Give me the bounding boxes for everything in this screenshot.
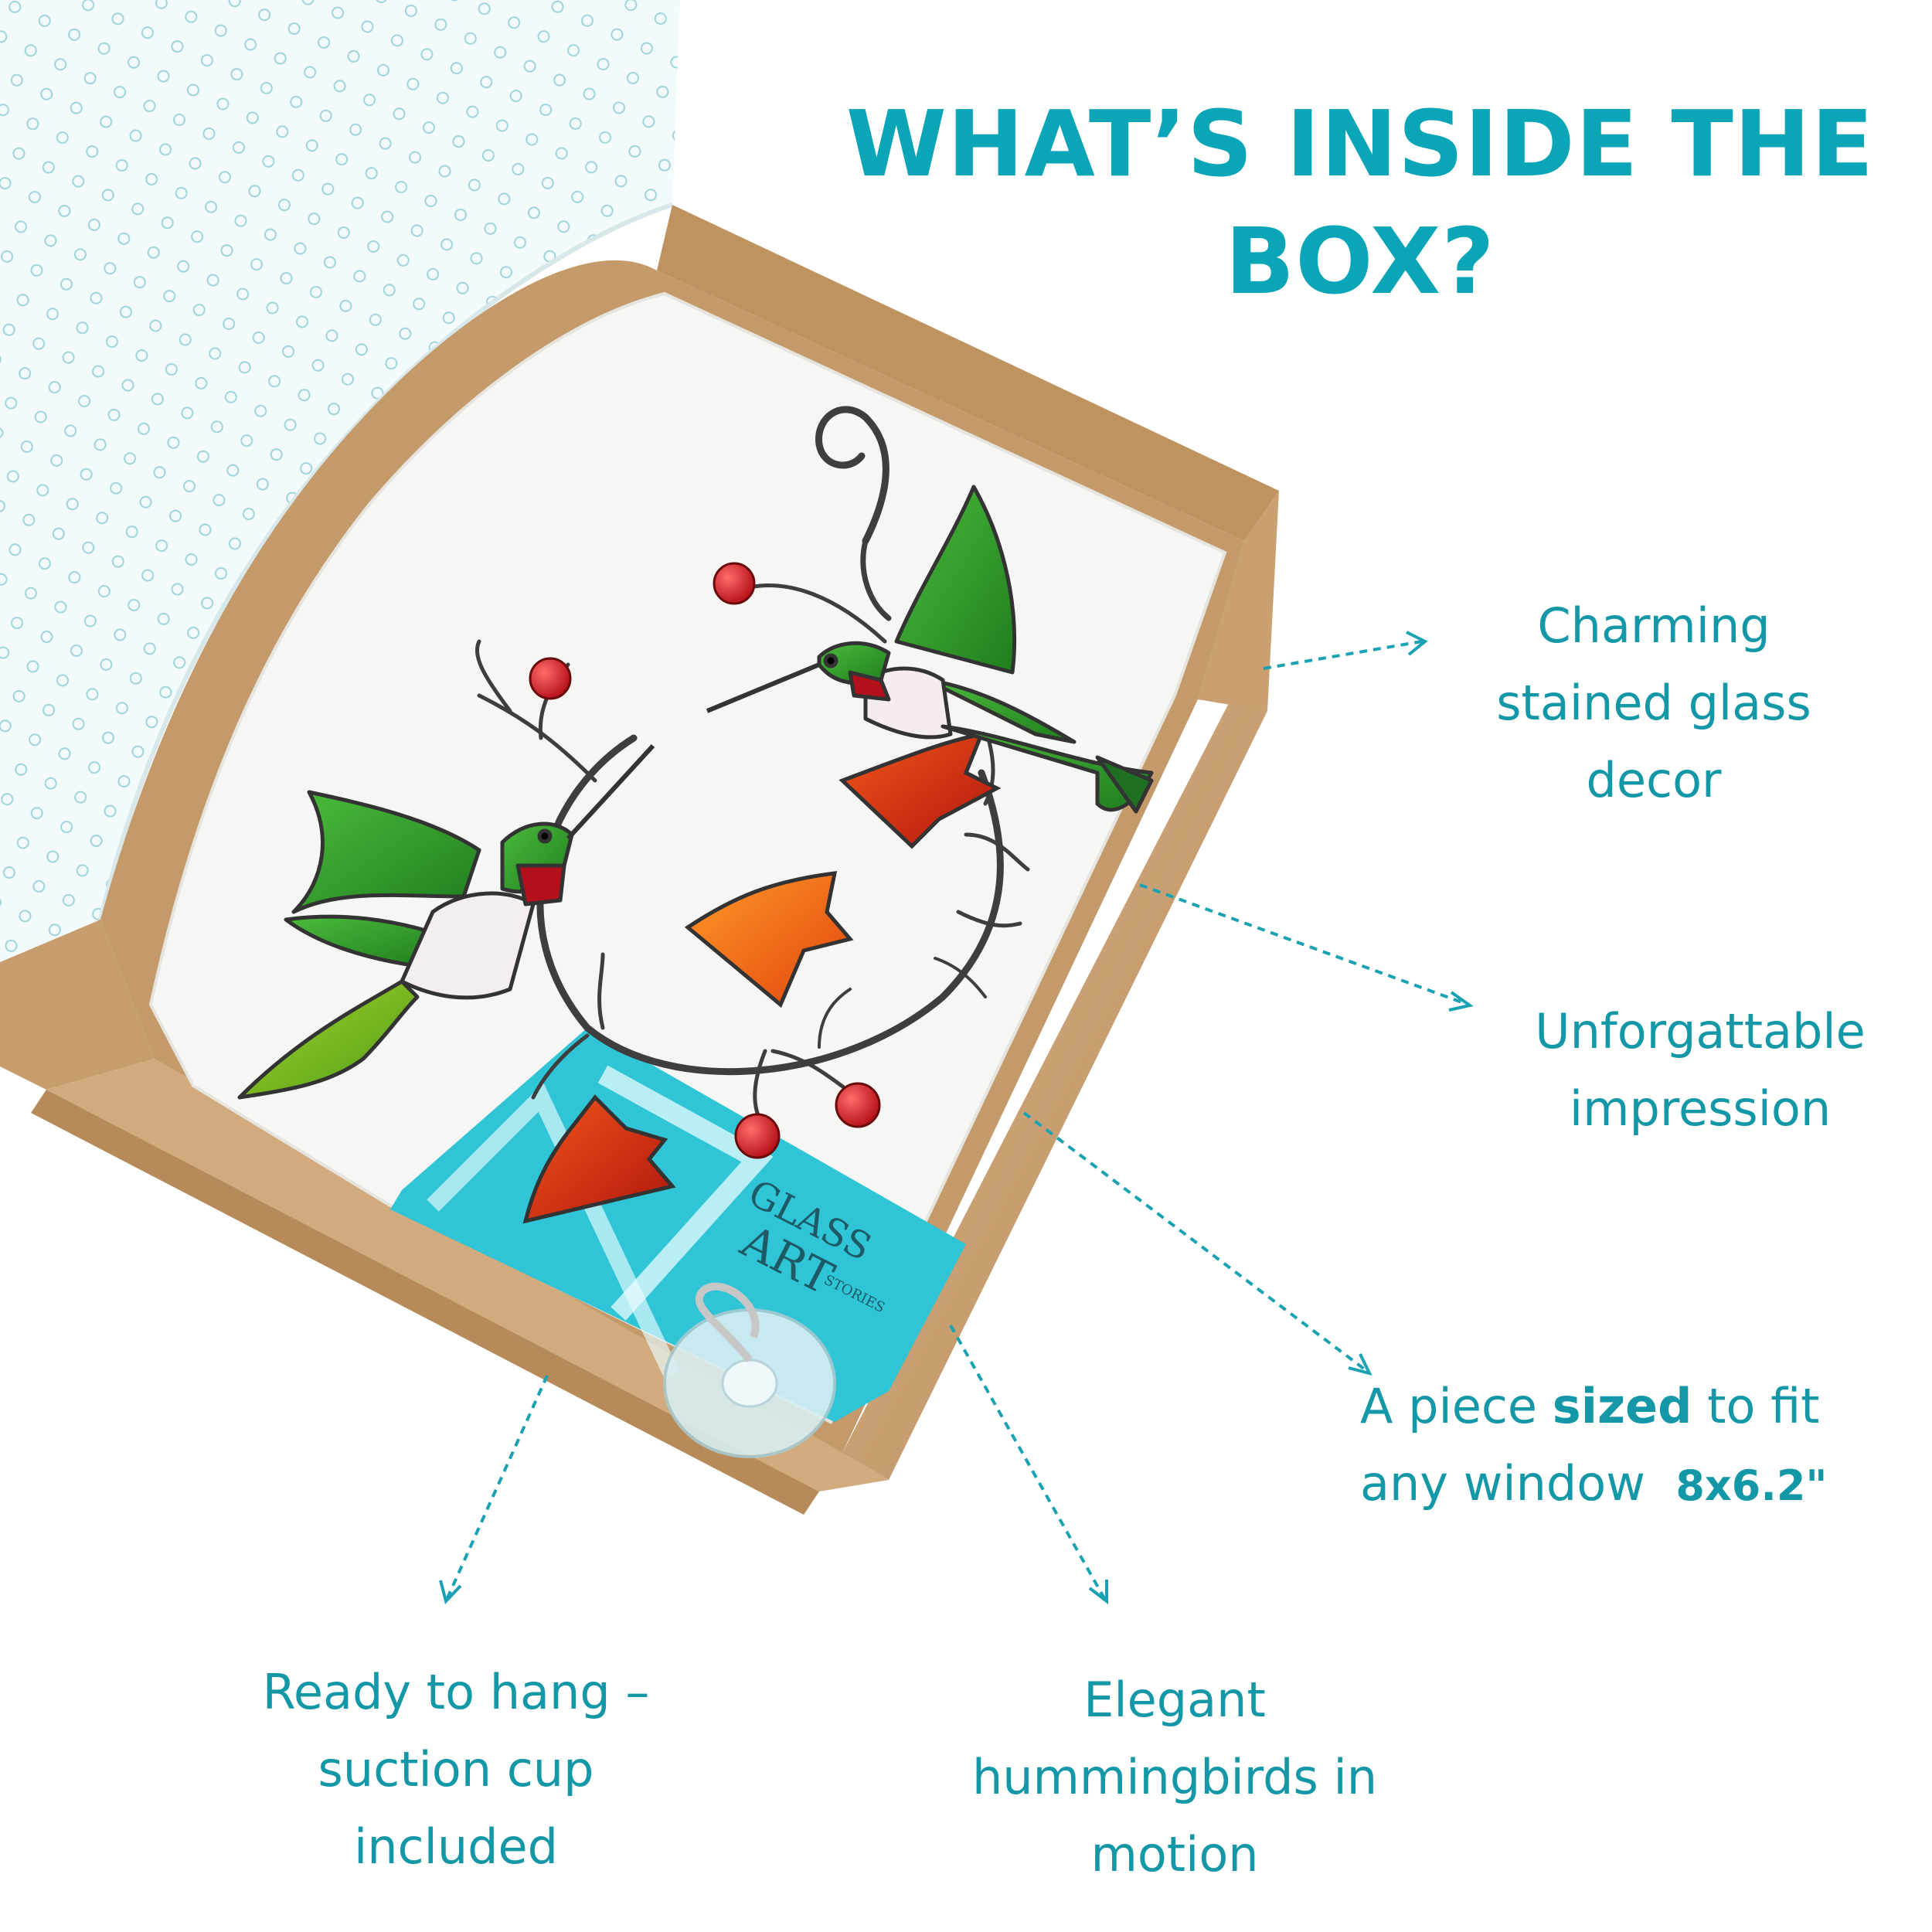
berry bbox=[734, 1113, 781, 1159]
suction-cup-icon bbox=[663, 1282, 836, 1458]
callout-birds-line3: motion bbox=[1090, 1826, 1259, 1883]
callout-birds-line1: Elegant bbox=[1083, 1672, 1266, 1728]
berry bbox=[713, 562, 756, 605]
callout-decor-line1: Charming bbox=[1537, 597, 1770, 654]
hummingbird-left bbox=[237, 743, 655, 1100]
callout-impression-line2: impression bbox=[1569, 1080, 1832, 1137]
tissue-paper bbox=[0, 0, 680, 962]
callout-hang-line3: included bbox=[354, 1818, 558, 1875]
flower bbox=[522, 1094, 676, 1224]
callout-size-line1: A piece sized to fit bbox=[1360, 1368, 1917, 1445]
callout-birds-line2: hummingbirds in bbox=[971, 1749, 1378, 1805]
callout-impression-line1: Unforgattable bbox=[1535, 1003, 1866, 1060]
callout-size-prefix: A piece bbox=[1360, 1378, 1553, 1434]
callout-impression: Unforgattable impression bbox=[1468, 993, 1932, 1148]
arrow-birds bbox=[949, 1325, 1107, 1600]
callout-hang: Ready to hang – suction cup included bbox=[185, 1654, 726, 1886]
pointer-arrows bbox=[445, 640, 1469, 1600]
callout-birds: Elegant hummingbirds in motion bbox=[896, 1662, 1453, 1893]
title-line1: WHAT’S INSIDE THE bbox=[845, 90, 1875, 197]
callout-decor-line3: decor bbox=[1586, 752, 1722, 808]
hummingbird-suncatcher bbox=[237, 406, 1154, 1224]
hummingbird-right bbox=[706, 485, 1154, 814]
arrow-impression bbox=[1139, 883, 1469, 1006]
flower bbox=[838, 731, 1002, 849]
callout-hang-line2: suction cup bbox=[318, 1741, 594, 1798]
callout-size-window: any window bbox=[1360, 1455, 1645, 1512]
arrow-size bbox=[1022, 1111, 1369, 1373]
berry bbox=[529, 657, 572, 700]
berry bbox=[835, 1082, 881, 1128]
callout-size-bold: sized bbox=[1552, 1378, 1692, 1434]
callout-size-suffix: to fit bbox=[1692, 1378, 1820, 1434]
callout-decor-line2: stained glass bbox=[1496, 675, 1811, 731]
callout-size-line2: any window 8x6.2" bbox=[1360, 1445, 1917, 1525]
brand-card: GLASS ART STORIES bbox=[390, 1028, 966, 1422]
arrow-hang bbox=[445, 1375, 549, 1600]
page-title: WHAT’S INSIDE THE BOX? bbox=[819, 85, 1901, 320]
callout-decor: Charming stained glass decor bbox=[1391, 587, 1917, 819]
callout-hang-line1: Ready to hang – bbox=[262, 1664, 650, 1720]
callout-size: A piece sized to fit any window 8x6.2" bbox=[1360, 1368, 1917, 1525]
callout-size-dimension: 8x6.2" bbox=[1675, 1461, 1828, 1510]
arrow-heads bbox=[439, 631, 1474, 1605]
flower bbox=[684, 871, 854, 1009]
title-line2: BOX? bbox=[1225, 208, 1495, 315]
